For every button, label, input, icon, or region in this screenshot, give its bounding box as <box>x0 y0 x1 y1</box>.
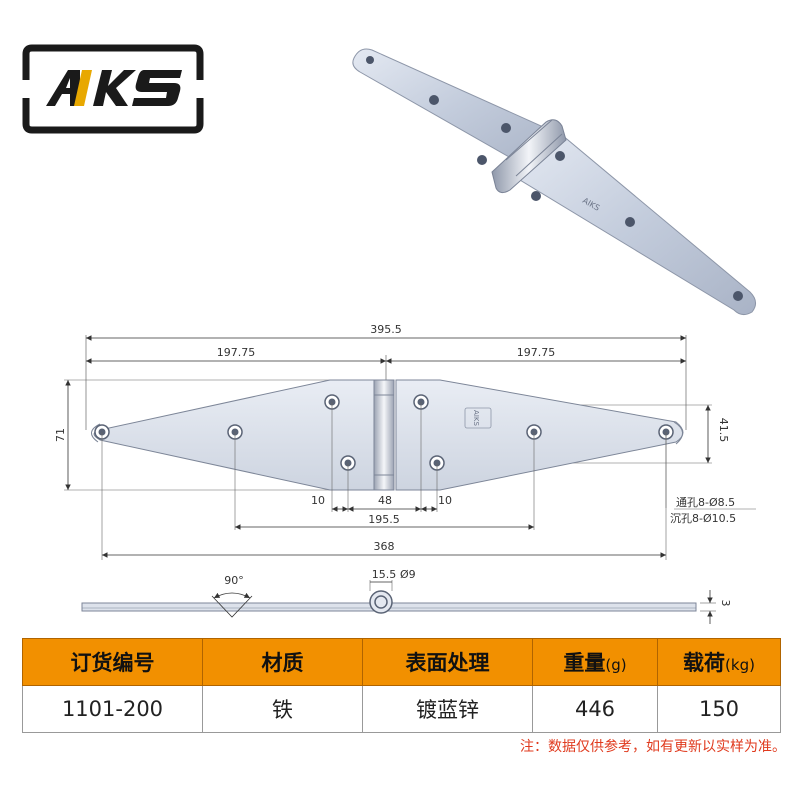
spec-table-header-row: 订货编号 材质 表面处理 重量(g) 载荷(kg) <box>22 638 781 686</box>
brand-logo <box>22 44 204 134</box>
header-order-number: 订货编号 <box>22 638 203 686</box>
technical-drawing: 395.5 197.75 197.75 71 41.5 <box>40 320 780 630</box>
dim-overall-length: 395.5 <box>370 323 402 336</box>
dim-hole-vertical-spacing: 41.5 <box>717 418 730 443</box>
through-hole-callout: 通孔8-Ø8.5 <box>676 496 735 509</box>
drawing-stamp: AIKS <box>472 410 480 426</box>
header-material: 材质 <box>202 638 363 686</box>
dim-knuckle-width: 48 <box>378 494 392 507</box>
dim-half-length-left: 197.75 <box>217 346 256 359</box>
dim-knuckle-length: 15.5 <box>372 568 397 581</box>
dim-pin-diameter: Ø9 <box>400 568 416 581</box>
dim-half-length-right: 197.75 <box>517 346 556 359</box>
disclaimer-note: 注：数据仅供参考，如有更新以实样为准。 <box>520 739 786 755</box>
header-load: 载荷(kg) <box>657 638 781 686</box>
cell-order-number: 1101-200 <box>22 685 203 733</box>
hinge-product-photo: AIKS <box>340 30 780 330</box>
cell-weight: 446 <box>532 685 658 733</box>
dim-height: 71 <box>54 428 67 442</box>
dim-inner-hole-spacing: 195.5 <box>368 513 400 526</box>
cell-surface-treatment: 镀蓝锌 <box>362 685 533 733</box>
countersunk-hole-callout: 沉孔8-Ø10.5 <box>670 512 736 525</box>
header-weight: 重量(g) <box>532 638 658 686</box>
dim-opening-angle: 90° <box>224 574 244 587</box>
dim-edge-offset-right: 10 <box>438 494 452 507</box>
dim-outer-hole-spacing: 368 <box>374 540 395 553</box>
dim-thickness: 3 <box>719 600 732 607</box>
cell-material: 铁 <box>202 685 363 733</box>
spec-table: 订货编号 材质 表面处理 重量(g) 载荷(kg) 1101-200 铁 镀蓝锌… <box>22 638 781 733</box>
dim-edge-offset-left: 10 <box>311 494 325 507</box>
spec-table-row: 1101-200 铁 镀蓝锌 446 150 <box>22 685 781 733</box>
cell-load: 150 <box>657 685 781 733</box>
header-surface-treatment: 表面处理 <box>362 638 533 686</box>
